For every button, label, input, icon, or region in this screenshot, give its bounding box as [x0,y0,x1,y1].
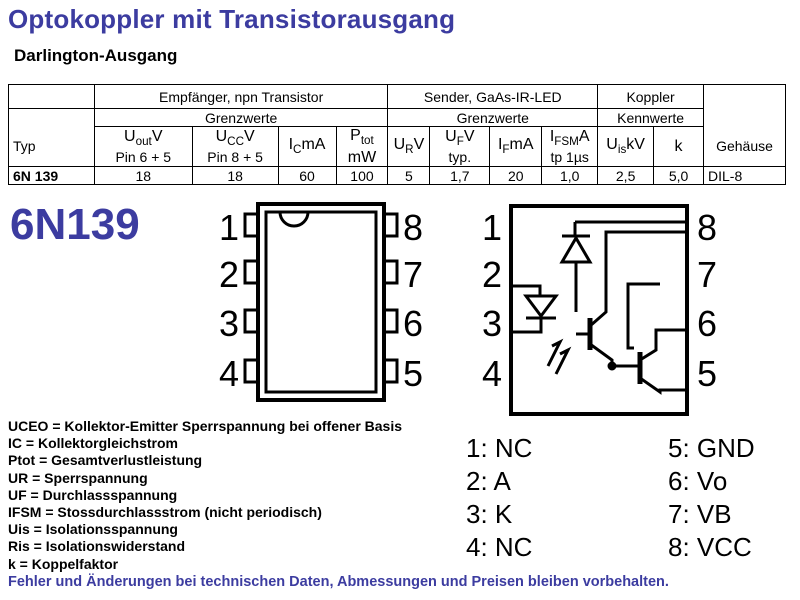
package-notch [278,211,310,228]
package-pin-3 [243,308,260,334]
cell-uis: 2,5 [597,166,655,185]
header-housing: Gehäuse [703,126,786,167]
pin-label-right-8: 8 [403,207,423,248]
characteristics-coupler: Kennwerte [597,108,704,127]
cell-uout: 18 [93,166,193,185]
package-pin-labels: 1 2 3 4 8 7 6 5 [219,207,423,394]
page-title: Optokoppler mit Transistorausgang [8,4,456,34]
package-pin-4 [243,358,260,384]
led-anode-wire [511,284,542,296]
schematic-pin-labels: 1 2 3 4 8 7 6 5 [482,207,717,394]
pin-label-right-7: 7 [403,254,423,295]
pinout-item: 2: A [466,466,511,496]
cell-ic: 60 [277,166,337,185]
pinout-left: 1: NC 2: A 3: K 4: NC [466,432,532,564]
header-ur: URV [387,126,431,167]
spec-table: Empfänger, npn Transistor Sender, GaAs-I… [8,84,786,185]
pinout-item: 7: VB [668,499,732,529]
pin-label-right-5: 5 [403,353,423,394]
package-pin-6 [382,308,399,334]
disclaimer-footer: Fehler und Änderungen bei technischen Da… [8,574,669,590]
dip-package [243,202,399,402]
package-body [256,202,386,402]
pin-label-right-6: 6 [403,303,423,344]
pin-label-left-3: 3 [219,303,239,344]
header-uis: UiskV [597,126,655,167]
cell-k: 5,0 [653,166,704,185]
header-if: IFmA [489,126,543,167]
header-ic: ICmA [277,126,337,167]
abbreviation-legend: UCEO = Kollektor-Emitter Sperrspannung b… [8,418,402,573]
cell-ifsm: 1,0 [541,166,599,185]
header-uf: UFV typ. [429,126,491,167]
legend-item: UCEO = Kollektor-Emitter Sperrspannung b… [8,418,403,434]
pinout-item: 8: VCC [668,532,752,562]
schem-pin-6: 6 [697,303,717,344]
limits-receiver: Grenzwerte [93,108,389,127]
package-pin-8 [382,212,399,238]
junction-dot [607,361,617,371]
header-k: k [653,126,704,167]
cell-typ: 6N 139 [8,166,95,185]
schem-pin-3: 3 [482,303,502,344]
t1-emitter [589,342,614,366]
package-pin-7 [382,259,399,285]
part-number: 6N139 [10,200,140,249]
table-corner-right [703,84,786,109]
pin-label-left-2: 2 [219,254,239,295]
cell-ptot: 100 [335,166,389,185]
legend-item: Ptot = Gesamtverlustleistung [8,452,203,469]
legend-item: Uis = Isolationsspannung [8,521,178,538]
cell-housing: DIL-8 [703,166,786,185]
cell-ur: 5 [387,166,431,185]
schem-pin-4: 4 [482,353,502,394]
pinout-item: 6: Vo [668,466,728,496]
header-ptot: Ptot mW [335,126,389,167]
photodiode-triangle [559,235,593,264]
t2-emitter [639,376,687,395]
schematic [509,204,689,416]
package-pin-2 [243,259,260,285]
schem-pin-1: 1 [482,207,502,248]
legend-item: UF = Durchlassspannung [8,486,178,503]
schem-pin-2: 2 [482,254,502,295]
t1-collector [589,230,687,328]
led-cathode-wire [511,318,543,334]
header-uout: UoutV Pin 6 + 5 [93,126,193,167]
package-pin-1 [243,212,260,238]
light-arrow-1 [546,338,564,367]
group-sender: Sender, GaAs-IR-LED [387,84,599,109]
led-triangle [523,294,559,319]
schem-pin-8: 8 [697,207,717,248]
legend-item: IFSM = Stossdurchlassstrom (nicht period… [8,504,322,521]
cell-uf: 1,7 [429,166,491,185]
pinout-right: 5: GND 6: Vo 7: VB 8: VCC [668,432,755,564]
pinout-item: 4: NC [466,532,533,562]
pinout-item: 3: K [466,499,513,529]
t2-collector [639,328,687,362]
schematic-frame [509,204,689,416]
pin-label-left-4: 4 [219,353,239,394]
group-receiver: Empfänger, npn Transistor [93,84,389,109]
package-pin-5 [382,358,399,384]
cell-ucc: 18 [191,166,279,185]
vb-base-wire [626,300,634,350]
pinout-item: 5: GND [668,433,755,463]
table-spacer-right [703,108,786,127]
package-inner [264,210,378,394]
light-arrow-2 [554,346,572,375]
schem-pin-7: 7 [697,254,717,295]
header-ifsm: IFSMA tp 1µs [541,126,599,167]
legend-item: k = Koppelfaktor [8,555,119,572]
legend-item: IC = Kollektorgleichstrom [8,435,178,452]
page-subtitle: Darlington-Ausgang [14,46,178,65]
legend-item: Ris = Isolationswiderstand [8,538,185,555]
legend-item: UR = Sperrspannung [8,469,148,486]
pin-label-left-1: 1 [219,207,239,248]
schem-pin-5: 5 [697,353,717,394]
pinout-item: 1: NC [466,433,533,463]
vb-wire [626,282,660,300]
